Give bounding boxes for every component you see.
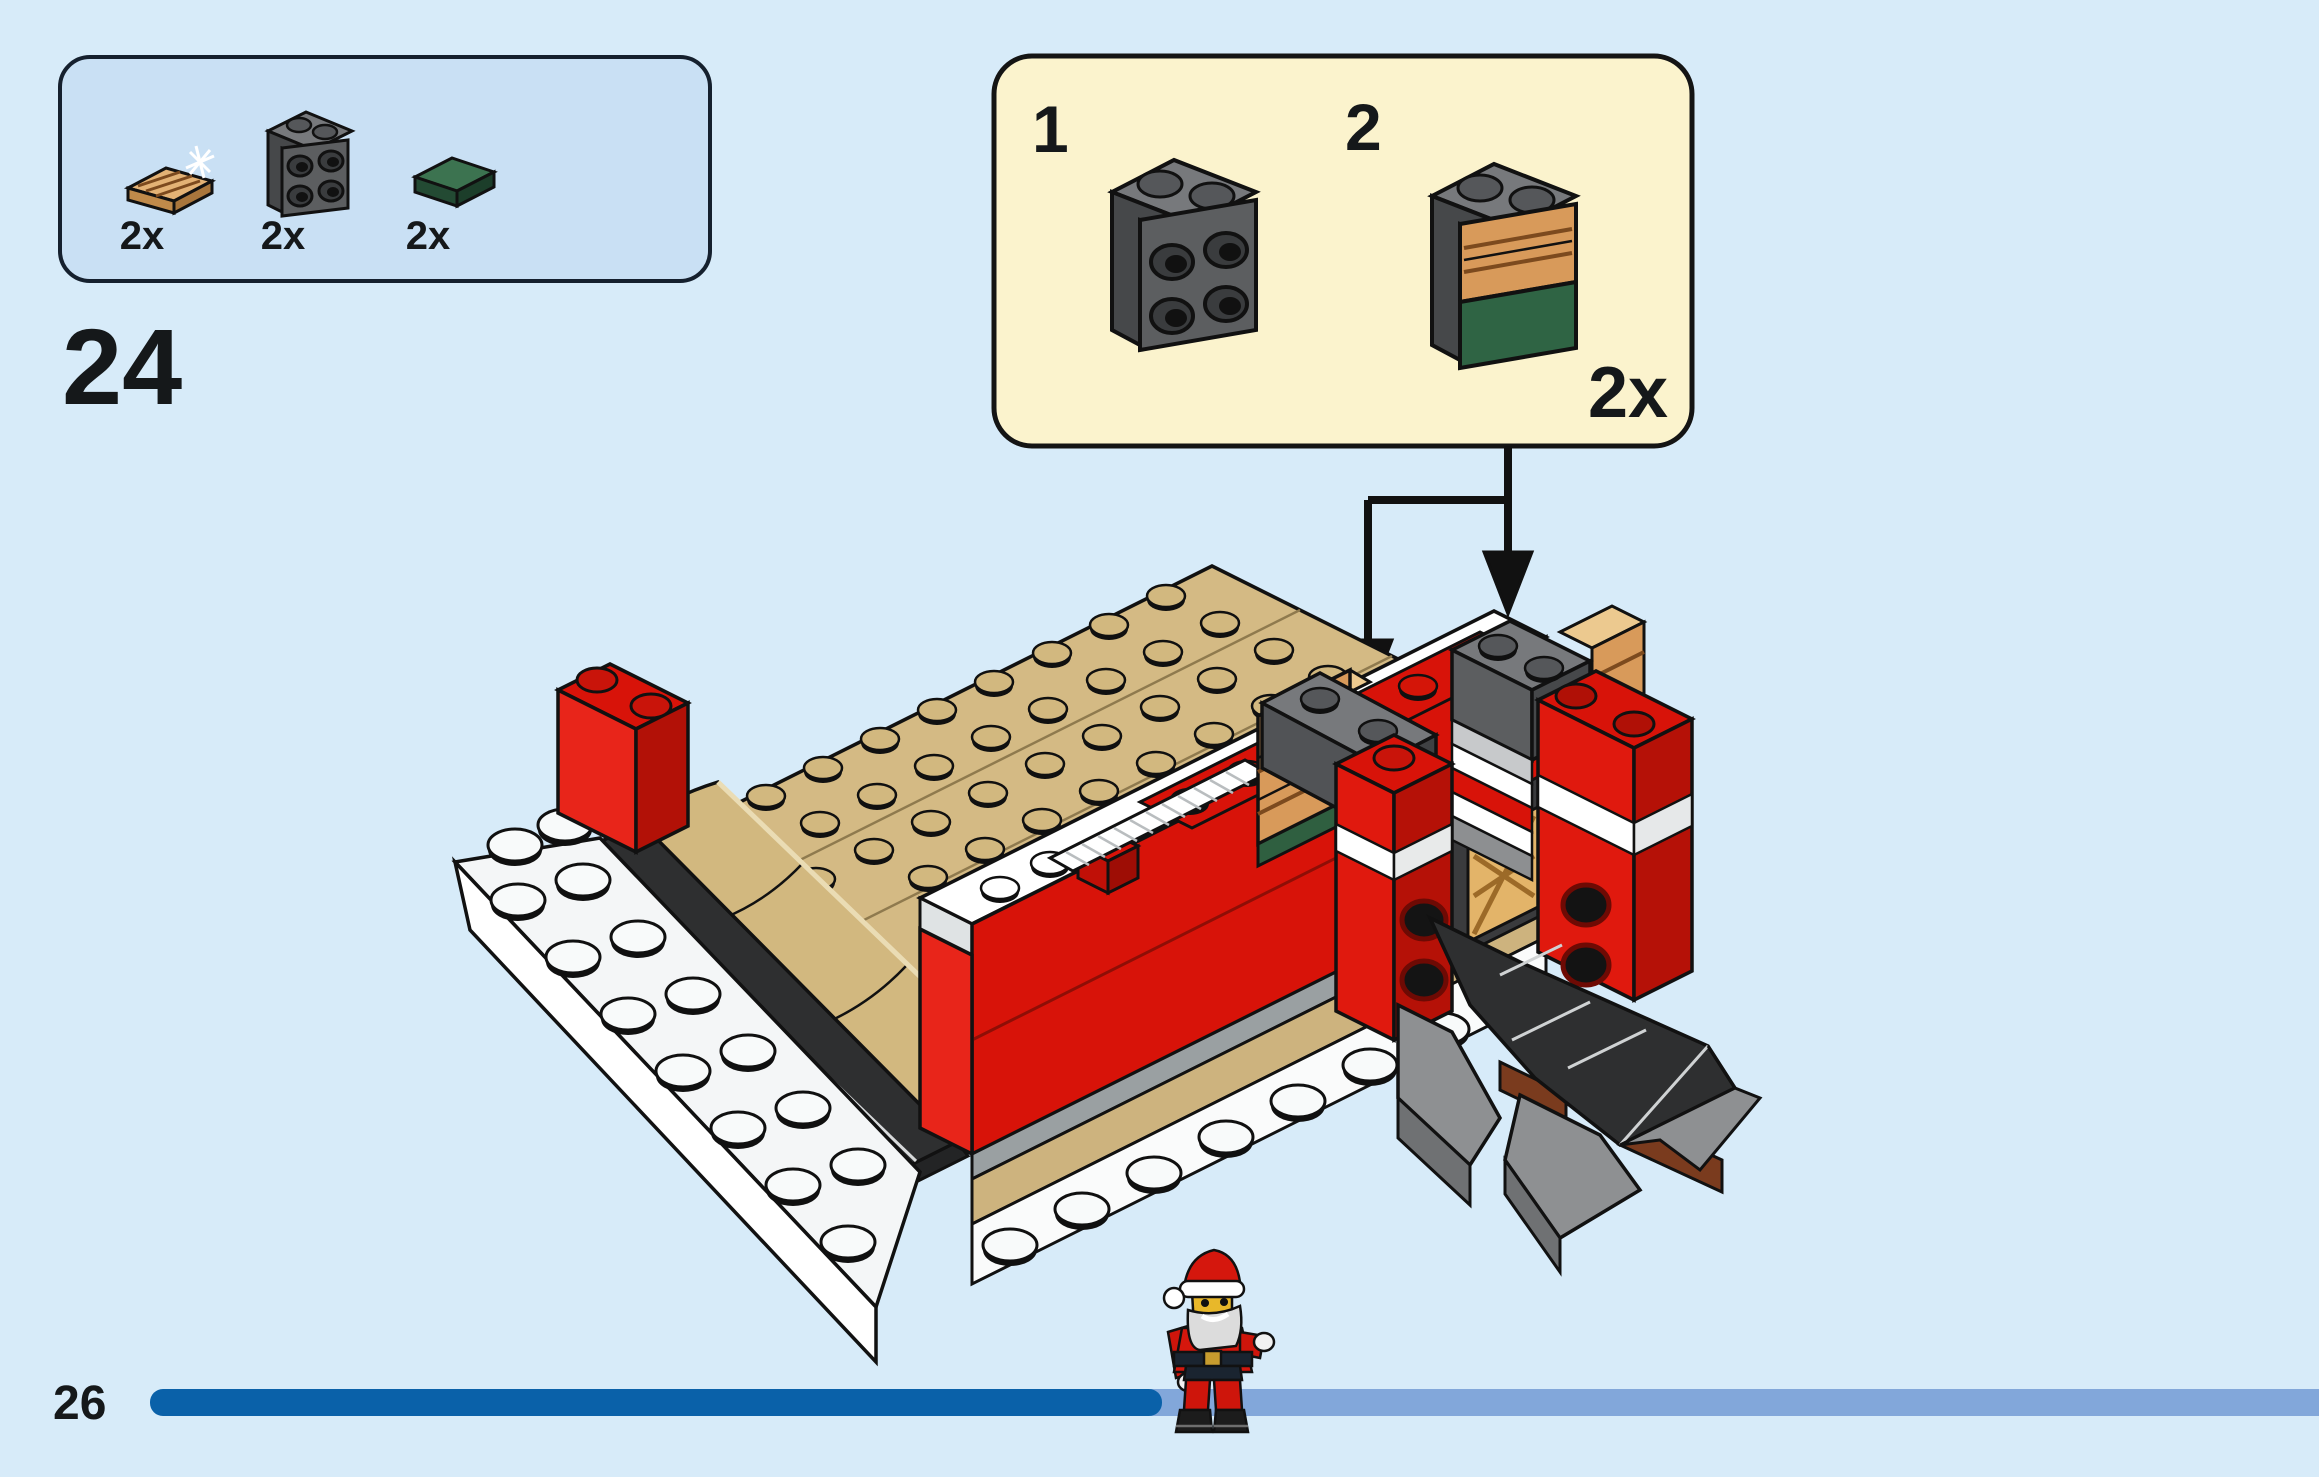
callout-bracket-wood-green-part [1427,161,1581,371]
progress-bar [150,1389,2319,1416]
page-number: 26 [53,1377,106,1430]
dark-gray-bracket-icon [264,110,356,218]
wood-grain-tile-icon [123,145,217,216]
new-part-sparkle-icon [185,145,215,179]
progress-bar-filled [150,1389,1162,1416]
callout-bracket-part [1107,157,1261,353]
technic-hole [1560,942,1612,988]
white-base-plates [451,807,922,1367]
santa-beard [1186,1304,1243,1352]
gray-slope-right [1619,1045,1763,1173]
callout-step-1-label: 1 [1032,92,1069,166]
parts-box: 2x 2x 2x [58,55,712,283]
arrow-head-icon [1481,550,1535,619]
step-number: 24 [62,306,182,427]
progress-bar-remaining [1150,1389,2319,1416]
red-corner-brick [554,662,692,855]
part-count-label: 2x [261,214,306,258]
callout-step-2-label: 2 [1345,90,1382,164]
parts-box-frame [58,55,712,283]
red-tower-left [1332,733,1456,1043]
subassembly-callout-box: 1 2 2x [991,53,1695,449]
fireplace-towers [1332,604,1696,1043]
model-illustration [451,564,1763,1367]
gray-wedge [1396,1002,1503,1168]
technic-hole [1560,882,1612,928]
gray-wedge [1503,1092,1643,1241]
gray-wedge-side [1396,1094,1472,1209]
part-count-label: 2x [406,214,451,258]
callout-count-label: 2x [1588,353,1668,433]
green-tile-icon [411,156,498,209]
santa-minifigure [1162,1248,1276,1434]
hat-pompom [1162,1286,1186,1310]
red-tower-right [1534,669,1696,1003]
technic-hole [1399,958,1449,1002]
gray-wedge-side [1503,1155,1562,1277]
part-count-label: 2x [120,214,165,258]
side-ramp [1396,914,1763,1277]
santa-hat [1182,1248,1242,1290]
